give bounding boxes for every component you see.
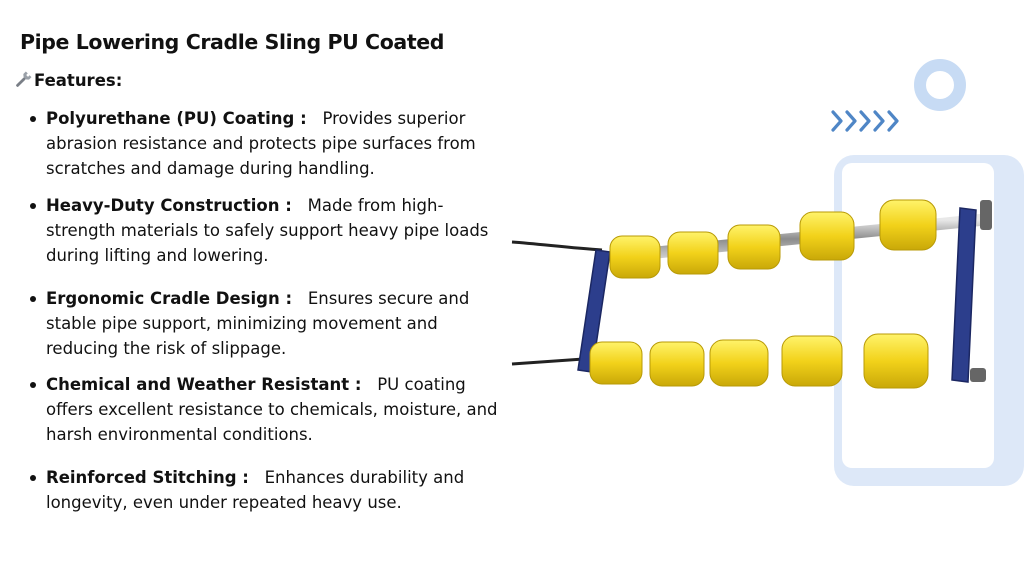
decorative-ring-icon: [913, 58, 967, 116]
feature-description: Provides superior abrasion resistance an…: [46, 109, 476, 178]
feature-item-reinforced-stitching: Reinforced Stitching : Enhances durabili…: [28, 465, 506, 515]
feature-name: Heavy-Duty Construction :: [46, 196, 292, 215]
feature-item-ergonomic: Ergonomic Cradle Design : Ensures secure…: [28, 286, 506, 361]
feature-name: Chemical and Weather Resistant :: [46, 375, 362, 394]
feature-item-pu-coating: Polyurethane (PU) Coating : Provides sup…: [28, 106, 506, 181]
feature-description: Ensures secure and stable pipe support, …: [46, 289, 470, 358]
wrench-icon: [14, 71, 32, 93]
product-image-cradle-sling: [510, 192, 1000, 396]
features-heading: Features:: [14, 71, 122, 93]
feature-name: Ergonomic Cradle Design :: [46, 289, 293, 308]
feature-name: Polyurethane (PU) Coating :: [46, 109, 307, 128]
feature-description: Enhances durability and longevity, even …: [46, 468, 465, 512]
chevrons-icon: [830, 108, 902, 138]
feature-description: Made from high-strength materials to saf…: [46, 196, 489, 265]
features-heading-label: Features:: [34, 71, 123, 90]
feature-name: Reinforced Stitching :: [46, 468, 249, 487]
page-title: Pipe Lowering Cradle Sling PU Coated: [20, 30, 444, 54]
feature-item-heavy-duty: Heavy-Duty Construction : Made from high…: [28, 193, 506, 268]
feature-description: PU coating offers excellent resistance t…: [46, 375, 498, 444]
feature-item-chemical-weather: Chemical and Weather Resistant : PU coat…: [28, 372, 506, 447]
